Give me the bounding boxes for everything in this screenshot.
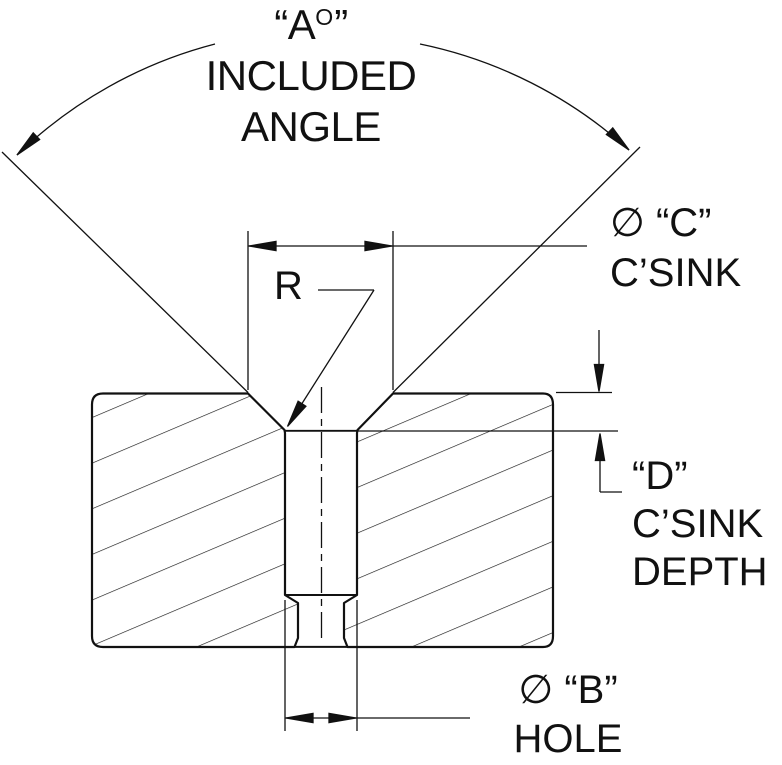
section-right-half <box>342 392 555 649</box>
included-angle-dimension <box>1 43 641 393</box>
angle-leg-right <box>392 146 641 393</box>
hole-diameter-label: ∅ “B” HOLE <box>488 666 648 764</box>
dim-arrow-left <box>285 712 314 724</box>
csink-diameter-letter: “C” <box>655 201 712 245</box>
radius-label: R <box>274 264 303 308</box>
included-angle-symbol-line: “AO” <box>161 0 461 50</box>
depth-letter: “D” <box>632 454 688 498</box>
radius-leader <box>282 289 375 430</box>
angle-leg-left <box>1 151 249 393</box>
diameter-icon: ∅ <box>518 668 554 712</box>
angle-arrow-right <box>605 127 633 154</box>
degree-symbol: O <box>315 4 335 30</box>
hole-diameter-letter: “B” <box>564 668 618 712</box>
included-angle-word2: ANGLE <box>241 103 381 150</box>
csink-diameter-value-line: ∅ “C” <box>610 198 741 248</box>
radius-arrow <box>282 400 307 430</box>
depth-arrow-down <box>593 363 605 393</box>
angle-arc-right <box>419 43 630 151</box>
angle-arrow-left <box>13 132 41 159</box>
dim-arrow-right <box>364 240 393 252</box>
included-angle-label: “AO” INCLUDED ANGLE <box>161 0 461 152</box>
depth-word2: DEPTH <box>632 550 768 594</box>
csink-depth-label: “D” C’SINK DEPTH <box>632 452 768 596</box>
section-left-half <box>90 392 300 649</box>
closing-quote: ” <box>334 1 348 48</box>
dim-hole-diameter <box>284 600 470 731</box>
included-angle-word1: INCLUDED <box>205 52 417 99</box>
dim-csink-depth <box>358 330 622 493</box>
hole-diameter-value-line: ∅ “B” <box>488 666 648 715</box>
dim-arrow-left <box>248 240 277 252</box>
dim-arrow-right <box>328 712 357 724</box>
csink-word: C’SINK <box>610 251 742 295</box>
depth-word1: C’SINK <box>632 502 764 546</box>
diameter-icon: ∅ <box>610 201 645 245</box>
hole-word: HOLE <box>513 717 623 761</box>
dim-csink-diameter <box>247 231 587 390</box>
part-cross-section <box>90 392 555 649</box>
angle-letter: “A <box>274 1 316 48</box>
hole-back-edges <box>284 429 358 648</box>
leader-diagonal <box>288 289 375 425</box>
csink-diameter-label: ∅ “C” C’SINK <box>610 198 741 298</box>
